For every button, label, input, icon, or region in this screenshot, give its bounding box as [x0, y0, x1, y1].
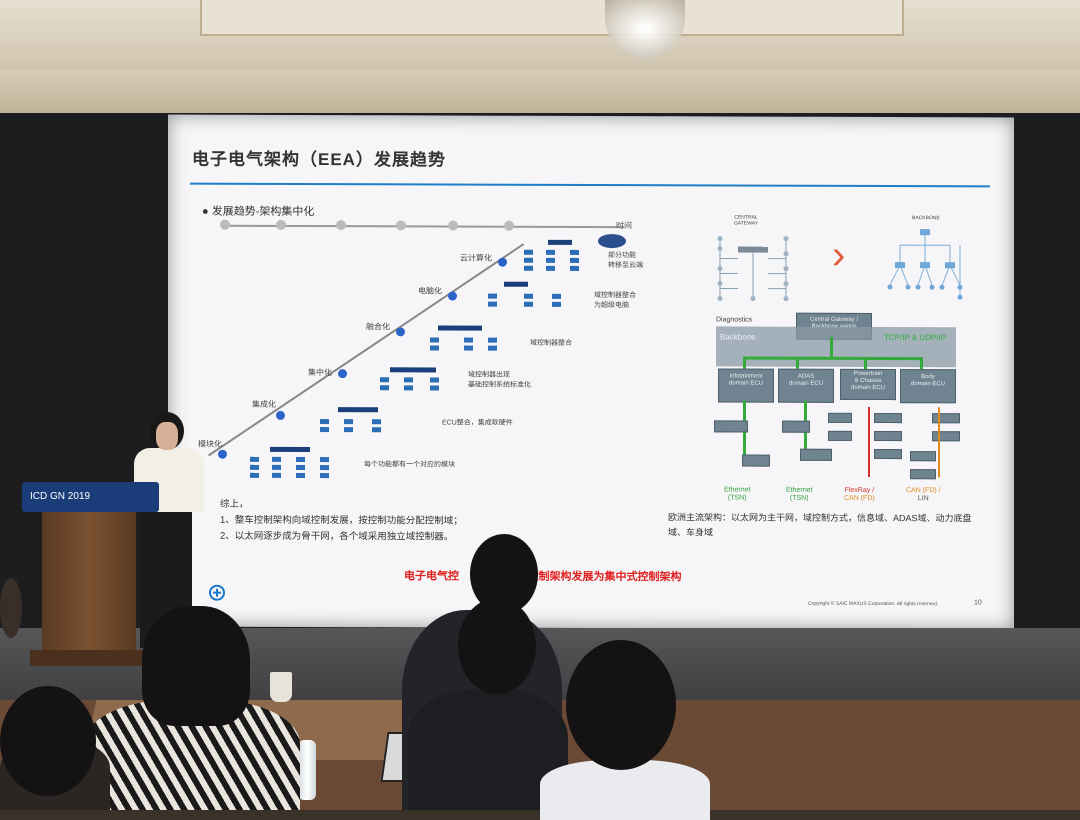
water-bottle [298, 740, 316, 800]
timeline-dot [504, 220, 514, 231]
podium [42, 512, 136, 662]
stage-desc: ECU整合，集成软硬件 [442, 419, 513, 427]
paper-cup [270, 672, 292, 702]
central-gateway-label: CENTRAL GATEWAY [734, 214, 759, 227]
bus-label-ethernet-2: Ethernet (TSN) [786, 487, 812, 503]
ecu-node [782, 420, 810, 433]
ecu-node [874, 412, 902, 424]
body-domain-ecu: Body domain ECU [900, 369, 956, 404]
ecu-node [828, 412, 852, 423]
title-underline [190, 182, 990, 188]
architecture-caption: 欧洲主流架构：以太网为主干网，域控制方式，信息域、ADAS域、动力底盘域、车身域 [668, 512, 972, 538]
timeline-dot [220, 219, 230, 230]
audience-head [458, 598, 536, 694]
audience-head [0, 578, 22, 638]
wall-molding [0, 70, 1080, 115]
summary-block: 综上， 1、整车控制架构向域控制发展，按控制功能分配控制域； 2、以太网逐步成为… [220, 497, 463, 546]
stage-dot [218, 449, 227, 459]
tcpip-label: TCP/IP & UDP/IP [884, 333, 947, 343]
timeline-dot [336, 220, 346, 231]
arrow-icon: › [832, 232, 846, 277]
stage-desc: 域控制器整合 [530, 339, 572, 347]
stage-label-cloud: 云计算化 [460, 253, 492, 263]
stage-desc: 域控制器出现 基础控制系统标准化 [468, 371, 531, 389]
trend-bullet-text: 发展趋势-架构集中化 [211, 205, 315, 219]
backbone-label: Backbone [720, 332, 756, 342]
ecu-node [800, 448, 832, 461]
stage-dot [276, 410, 285, 420]
podium-sign: ICD GN 2019 [22, 482, 159, 512]
ecu-node [874, 448, 902, 460]
ceiling [0, 0, 1080, 74]
bus-label-line: LIN [917, 495, 929, 503]
stage-label-modular: 模块化 [198, 439, 222, 449]
stage-label-integration: 集成化 [252, 399, 276, 409]
bus-label-line: Ethernet [786, 486, 813, 494]
ecu-node [742, 454, 770, 467]
summary-title: 综上， [220, 498, 249, 510]
ecu-node [714, 420, 748, 433]
powertrain-chassis-domain-ecu: Powertrain & Chassis domain ECU [840, 368, 896, 401]
bus-label-line: CAN (FD) / [906, 487, 941, 495]
ceiling-panel [200, 0, 904, 36]
time-label: 时间 [616, 221, 632, 231]
audience-head [0, 686, 96, 796]
ecu-node [932, 413, 960, 424]
podium-sign-text: ICD GN 2019 [30, 491, 91, 502]
central-gateway-diagram: CENTRAL GATEWAY [168, 115, 1014, 302]
bus-label-line: (TSN) [727, 494, 747, 502]
page-number: 10 [974, 599, 982, 607]
logo-icon [209, 584, 225, 601]
timeline-dot [276, 219, 286, 230]
bus-label-line: CAN (FD) [844, 494, 875, 502]
summary-item: 1、整车控制架构向域控制发展，按控制功能分配控制域； [220, 514, 463, 527]
audience-head [566, 640, 676, 770]
stage-label-computer: 电脑化 [418, 286, 442, 296]
backbone-diagram: BACKBONE [168, 115, 1014, 300]
ecu-node [910, 451, 936, 462]
bus-label-ethernet-1: Ethernet (TSN) [724, 486, 750, 502]
adas-domain-ecu: ADAS domain ECU [778, 368, 834, 403]
ecu-node [828, 430, 852, 441]
summary-item: 2、以太网逐步成为骨干网，各个域采用独立域控制器。 [220, 530, 454, 543]
audience-head [142, 606, 250, 726]
company-logo [208, 584, 256, 607]
stage-dot [396, 327, 405, 337]
stage-label-fusion: 融合化 [366, 322, 390, 332]
stage-dot [448, 291, 457, 301]
conclusion-text: 电子电气控 从分布式控制架构发展为集中式控制架构 [404, 570, 682, 584]
stage-dot [338, 369, 347, 379]
ecu-node [874, 430, 902, 442]
stage-desc: 每个功能都有一个对应的模块 [364, 461, 455, 469]
podium-base [30, 650, 148, 666]
stage-desc: 部分功能 转移至云端 [608, 252, 643, 270]
stage-desc: 域控制器整合 为超级电脑 [594, 292, 636, 310]
ecu-node [932, 431, 960, 442]
slide-title: 电子电气架构（EEA）发展趋势 [192, 149, 446, 170]
bus-label-line: (TSN) [789, 494, 809, 502]
backbone-top-label: BACKBONE [912, 215, 940, 222]
stage-label-centralization: 集中化 [308, 368, 332, 378]
ecu-node [910, 469, 936, 480]
copyright-text: Copyright © SAIC MAXUS Corporation. All … [808, 600, 939, 608]
bus-label-line: FlexRay / [844, 486, 875, 494]
stage-dot [498, 257, 507, 267]
timeline-dot [448, 220, 458, 231]
diagnostics-label: Diagnostics [716, 316, 753, 324]
infotainment-domain-ecu: Infotainment domain ECU [718, 368, 774, 403]
bus-label-can-lin: CAN (FD) / LIN [906, 487, 941, 503]
trend-bullet: ● 发展趋势-架构集中化 [202, 205, 315, 219]
projected-slide: 电子电气架构（EEA）发展趋势 ● 发展趋势-架构集中化 时间 模块化 集成化 … [168, 114, 1014, 630]
presenter-face [156, 422, 178, 450]
timeline-dot [396, 220, 406, 231]
bus-label-line: Ethernet [724, 486, 751, 494]
bus-label-flexray: FlexRay / CAN (FD) [844, 487, 875, 503]
